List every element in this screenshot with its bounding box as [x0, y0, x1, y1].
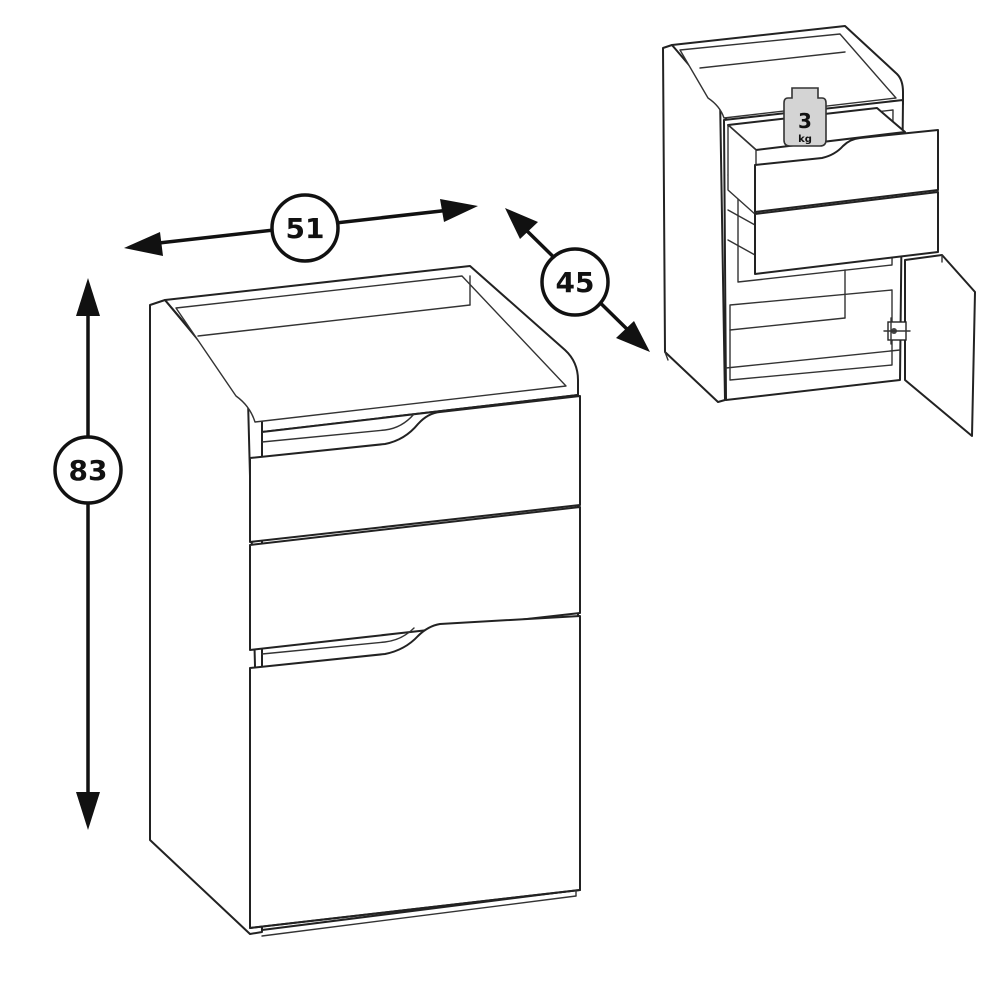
depth-dimension: 45: [505, 208, 650, 352]
open-drawer-front: [754, 129, 939, 213]
weight-value: 3: [798, 109, 812, 133]
width-dimension: 51: [124, 193, 478, 263]
open-door: [904, 254, 976, 437]
cabinet-top-surface: [175, 275, 567, 423]
weight-unit: kg: [798, 134, 812, 145]
middle-drawer: [249, 506, 581, 651]
bottom-door: [249, 615, 581, 929]
height-dimension: 83: [53, 278, 123, 830]
top-drawer: [249, 395, 581, 543]
height-label: 83: [69, 454, 108, 487]
depth-label: 45: [556, 266, 595, 299]
open-drawer-second-front: [754, 191, 939, 275]
weight-icon: 3 kg: [783, 87, 827, 147]
open-cabinet: [662, 25, 976, 437]
width-label: 51: [286, 212, 325, 245]
main-cabinet: [149, 265, 581, 937]
hinge-icon: [883, 317, 911, 345]
